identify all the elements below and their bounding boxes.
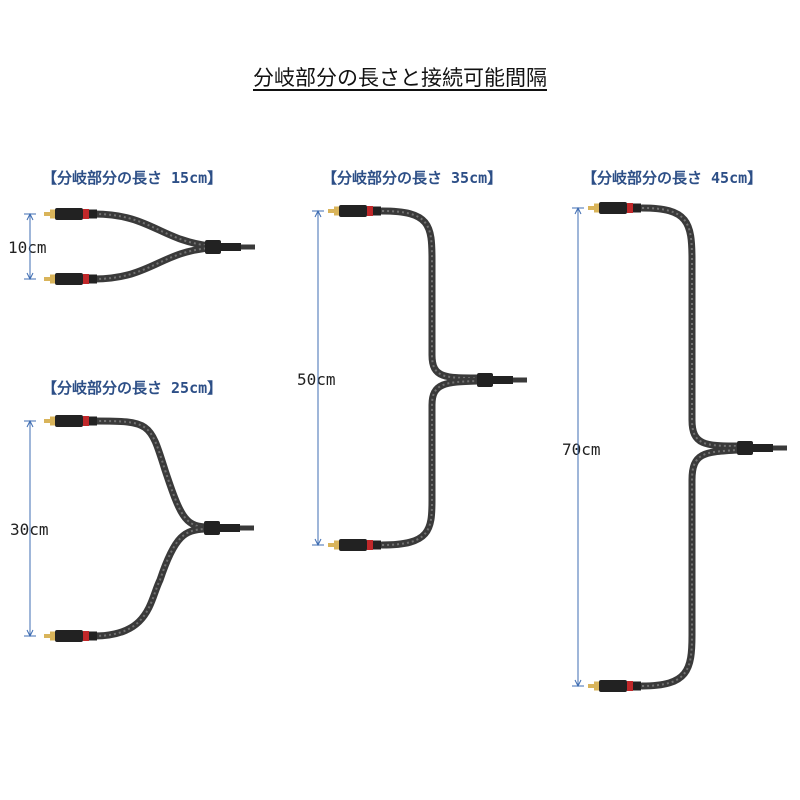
plug-25-lower-tip: [44, 634, 52, 638]
cable-35-upper: [378, 207, 482, 382]
cable-25-upper: [90, 417, 209, 531]
plug-25-lower-body: [55, 630, 83, 642]
plug-25-upper-collar: [50, 416, 55, 426]
plug-15-upper-tip: [44, 212, 52, 216]
plug-15-upper-ring: [83, 209, 89, 219]
plug-35-upper-tip: [328, 209, 336, 213]
plug-35-lower-ring: [367, 540, 373, 550]
cable-45-lower: [638, 446, 742, 690]
plug-35-lower-tip: [328, 543, 336, 547]
cable-15-lower-braid: [93, 247, 211, 280]
page-title: 分岐部分の長さと接続可能間隔: [0, 62, 800, 92]
panel-title-25cm: 【分岐部分の長さ 25cm】: [42, 379, 223, 397]
dim-25-arrow-bottom: [26, 629, 34, 638]
panel-title-45cm: 【分岐部分の長さ 45cm】: [582, 169, 763, 187]
dim-45-arrow-bottom: [574, 679, 582, 688]
plug-15-upper-strain: [89, 209, 97, 219]
plug-15-lower-body: [55, 273, 83, 285]
dim-15-arrow-top: [26, 212, 34, 221]
spacing-label-70cm: 70cm: [562, 440, 601, 459]
splitter-35-tail: [493, 376, 513, 384]
plug-35-upper-ring: [367, 206, 373, 216]
plug-35-lower-body: [339, 539, 367, 551]
plug-35-upper-collar: [334, 206, 339, 216]
plug-35-upper-body: [339, 205, 367, 217]
plug-45-lower-tip: [588, 684, 596, 688]
plug-45-lower-strain: [633, 681, 641, 691]
splitter-15-body: [205, 240, 221, 254]
cable-15-lower: [90, 244, 214, 283]
plug-45-lower-collar: [594, 681, 599, 691]
plug-25-lower-strain: [89, 631, 97, 641]
cable-15-upper: [90, 210, 214, 250]
dim-35-arrow-bottom: [314, 538, 322, 547]
plug-45-lower-body: [599, 680, 627, 692]
plug-45-upper-collar: [594, 203, 599, 213]
spacing-label-50cm: 50cm: [297, 370, 336, 389]
dim-15-arrow-bottom: [26, 272, 34, 281]
cable-15-upper-braid: [93, 213, 211, 247]
plug-25-lower-ring: [83, 631, 89, 641]
plug-45-upper-body: [599, 202, 627, 214]
dim-35-arrow-top: [314, 209, 322, 218]
plug-25-upper-ring: [83, 416, 89, 426]
plug-25-upper-tip: [44, 419, 52, 423]
plug-45-upper-tip: [588, 206, 596, 210]
plug-15-upper-collar: [50, 209, 55, 219]
plug-35-upper-strain: [373, 206, 381, 216]
splitter-35-body: [477, 373, 493, 387]
dim-45-arrow-top: [574, 206, 582, 215]
cable-45-upper-braid: [641, 207, 739, 447]
plug-15-upper-body: [55, 208, 83, 220]
splitter-45-body: [737, 441, 753, 455]
dim-25-arrow-top: [26, 419, 34, 428]
plug-35-lower-strain: [373, 540, 381, 550]
plug-25-upper-body: [55, 415, 83, 427]
plug-45-lower-ring: [627, 681, 633, 691]
cable-45-upper: [638, 204, 742, 450]
plug-45-upper-strain: [633, 203, 641, 213]
spacing-label-10cm: 10cm: [8, 238, 47, 257]
plug-15-lower-ring: [83, 274, 89, 284]
splitter-25-body: [204, 521, 220, 535]
cable-35-lower-braid: [381, 380, 479, 546]
plug-25-lower-collar: [50, 631, 55, 641]
plug-35-lower-collar: [334, 540, 339, 550]
plug-15-lower-strain: [89, 274, 97, 284]
plug-15-lower-collar: [50, 274, 55, 284]
page-title-text: 分岐部分の長さと接続可能間隔: [253, 66, 547, 90]
splitter-25-tail: [220, 524, 240, 532]
cable-25-lower-braid: [93, 528, 206, 637]
cable-25-lower: [90, 525, 209, 640]
panel-title-35cm: 【分岐部分の長さ 35cm】: [322, 169, 503, 187]
spacing-label-30cm: 30cm: [10, 520, 49, 539]
splitter-15-tail: [221, 243, 241, 251]
plug-45-upper-ring: [627, 203, 633, 213]
plug-15-lower-tip: [44, 277, 52, 281]
cable-45-lower-braid: [641, 449, 739, 687]
plug-25-upper-strain: [89, 416, 97, 426]
panel-title-15cm: 【分岐部分の長さ 15cm】: [42, 169, 223, 187]
splitter-45-tail: [753, 444, 773, 452]
